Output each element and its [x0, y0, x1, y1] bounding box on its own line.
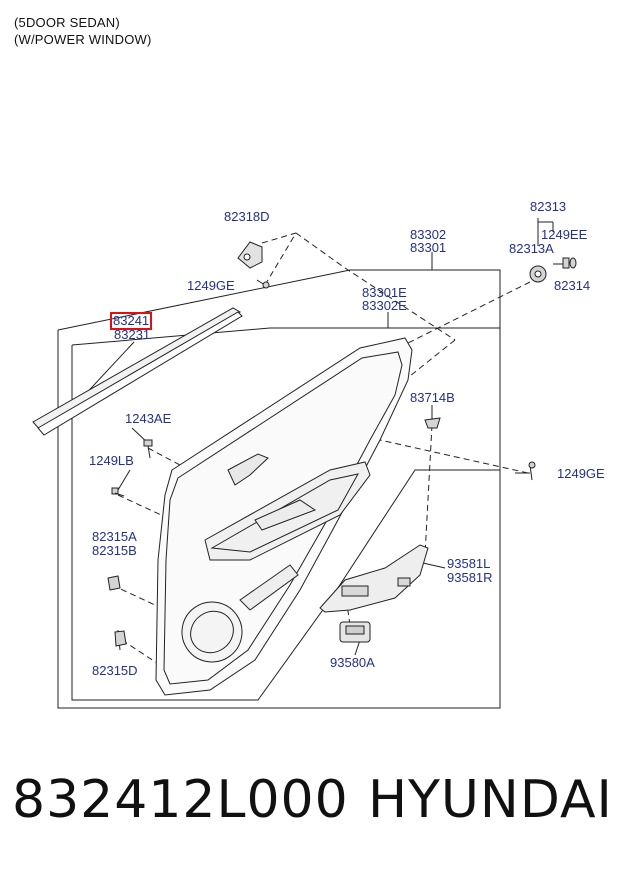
- footer-part-number: 832412L000: [12, 770, 349, 830]
- clip-82314: [569, 257, 577, 269]
- label-83714B: 83714B: [410, 390, 455, 405]
- power-window-switch: [339, 621, 371, 643]
- label-1249GE-top: 1249GE: [187, 278, 235, 293]
- screw-1243AE: [143, 439, 153, 459]
- label-93581L: 93581L: [447, 556, 491, 571]
- footer-brand: HYUNDAI: [368, 770, 613, 830]
- label-83231: 83231: [114, 327, 151, 342]
- inner-frame: [71, 327, 501, 701]
- label-82314: 82314: [554, 278, 591, 293]
- diagram-header-line2: (W/POWER WINDOW): [14, 32, 152, 47]
- label-83301E: 83301E: [362, 285, 407, 300]
- label-1249GE-right: 1249GE: [557, 466, 605, 481]
- label-82315B: 82315B: [92, 543, 137, 558]
- clip-82315D: [114, 630, 127, 647]
- label-93580A: 93580A: [330, 655, 375, 670]
- label-82313A: 82313A: [509, 241, 554, 256]
- bracket-82318D: [237, 241, 263, 269]
- screw-1249EE: [553, 257, 570, 269]
- screw-1249GE-right: [528, 461, 536, 481]
- label-82318D: 82318D: [224, 209, 270, 224]
- label-82315A: 82315A: [92, 529, 137, 544]
- label-83301: 83301: [410, 240, 447, 255]
- label-82315D: 82315D: [92, 663, 138, 678]
- label-1249EE: 1249EE: [541, 227, 588, 242]
- door-trim-panel: [155, 337, 413, 696]
- outer-frame: [57, 269, 501, 709]
- label-83241-highlighted: 83241: [109, 312, 153, 330]
- clip-83714B: [424, 417, 441, 429]
- diagram-header-line1: (5DOOR SEDAN): [14, 15, 120, 30]
- label-82313: 82313: [530, 199, 567, 214]
- label-83302: 83302: [410, 227, 447, 242]
- power-window-switch-housing: [319, 544, 429, 613]
- clip-82315A: [107, 575, 121, 591]
- screw-1249GE-top: [256, 279, 270, 289]
- screw-1249LB: [111, 487, 125, 497]
- belt-weatherstrip: [32, 307, 243, 436]
- label-83302E: 83302E: [362, 298, 407, 313]
- label-93581R: 93581R: [447, 570, 493, 585]
- label-1249LB: 1249LB: [89, 453, 134, 468]
- label-1243AE: 1243AE: [125, 411, 172, 426]
